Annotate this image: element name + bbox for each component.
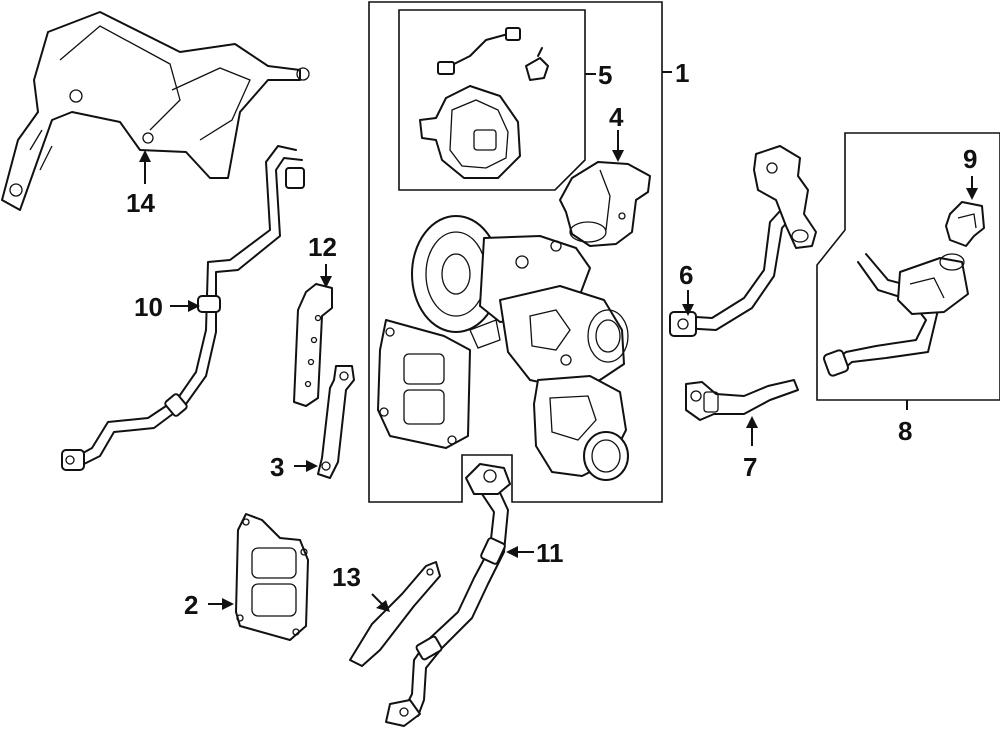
part-heat-shield <box>1 11 310 211</box>
callout-12: 12 <box>308 232 337 262</box>
callouts: 1 2 3 4 5 6 7 8 9 10 11 12 13 14 <box>126 58 977 620</box>
callout-3: 3 <box>270 452 284 482</box>
callout-7: 7 <box>743 452 757 482</box>
part-coolant-line <box>669 145 817 337</box>
part-outlet-elbow <box>559 161 651 247</box>
callout-6: 6 <box>679 260 693 290</box>
part-gasket <box>235 513 309 641</box>
subassembly-frame-5 <box>398 9 586 191</box>
leaders <box>139 71 978 612</box>
part-pipe-assembly <box>822 253 969 377</box>
callout-14: 14 <box>126 188 155 218</box>
part-support-strap <box>317 365 355 479</box>
assembly-frame-1 <box>368 1 663 503</box>
callout-5: 5 <box>598 60 612 90</box>
callout-13: 13 <box>332 562 361 592</box>
callout-2: 2 <box>184 590 198 620</box>
callout-8: 8 <box>898 416 912 446</box>
callout-9: 9 <box>963 144 977 174</box>
callout-1: 1 <box>675 58 689 88</box>
assembly-frame-8 <box>816 132 1000 401</box>
part-bracket <box>293 283 333 407</box>
callout-11: 11 <box>536 538 564 568</box>
part-return-pipe <box>385 463 511 727</box>
part-wastegate-actuator <box>419 27 549 179</box>
part-short-hose <box>685 379 799 421</box>
part-connector-clip <box>945 201 985 247</box>
callout-4: 4 <box>609 102 624 132</box>
callout-10: 10 <box>134 292 163 322</box>
part-turbocharger <box>377 215 629 481</box>
part-oil-feed-pipe <box>61 145 305 471</box>
